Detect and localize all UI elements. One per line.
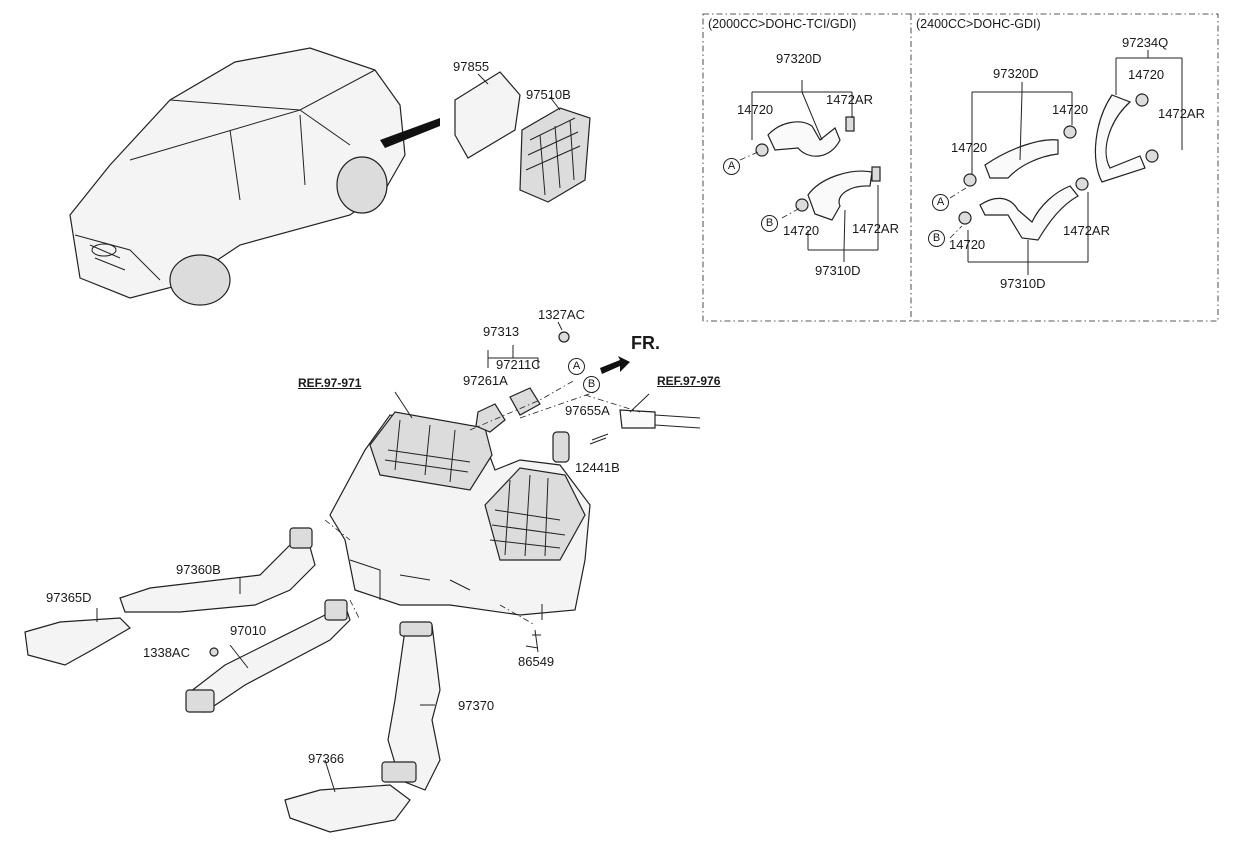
location-arrow	[380, 118, 440, 148]
duct-97370	[387, 624, 441, 791]
label-97360B: 97360B	[176, 562, 221, 577]
duct-97010	[189, 604, 351, 713]
variant2-hoses	[949, 50, 1183, 275]
label-97320D-v2: 97320D	[993, 66, 1039, 81]
ref-97-976[interactable]: REF.97-976	[657, 374, 721, 388]
label-97370: 97370	[458, 698, 495, 713]
gasket-97211C	[509, 387, 541, 416]
variant-header-2400cc: (2400CC>DOHC-GDI)	[916, 17, 1041, 31]
marker-b-v1: B	[761, 215, 778, 232]
hvac-unit	[329, 411, 591, 616]
duct-97360B	[119, 539, 316, 613]
filter-97510B	[519, 96, 591, 203]
label-97366: 97366	[308, 751, 345, 766]
duct-97365D	[24, 617, 131, 666]
seal-97655A	[552, 431, 570, 463]
ref-97-971[interactable]: REF.97-971	[298, 376, 362, 390]
marker-a-v2: A	[932, 194, 949, 211]
label-97310D-v1: 97310D	[815, 263, 861, 278]
nut-1338AC	[209, 647, 219, 657]
marker-a-main: A	[568, 358, 585, 375]
label-86549: 86549	[518, 654, 555, 669]
label-1472AR-v2-top: 1472AR	[1158, 106, 1205, 121]
nut-1327AC	[558, 331, 570, 343]
label-14720-v2-c: 14720	[1128, 67, 1165, 82]
label-97510B: 97510B	[526, 87, 571, 102]
label-14720-v1-bot: 14720	[783, 223, 820, 238]
cover-97855	[454, 71, 521, 159]
bolt-86549	[532, 629, 541, 653]
label-97234Q: 97234Q	[1122, 35, 1169, 50]
duct-97366	[284, 784, 411, 833]
marker-a-v1: A	[723, 158, 740, 175]
vehicle-illustration	[69, 47, 406, 306]
front-arrow-icon	[600, 356, 630, 374]
screw-12441B	[589, 433, 609, 445]
front-direction-label: FR.	[631, 333, 660, 353]
label-97320D-v1: 97320D	[776, 51, 822, 66]
label-1338AC: 1338AC	[143, 645, 190, 660]
variant1-hoses	[739, 80, 881, 262]
label-1327AC: 1327AC	[538, 307, 585, 322]
label-97855: 97855	[453, 59, 490, 74]
label-97010: 97010	[230, 623, 267, 638]
gasket-97261A	[475, 403, 506, 433]
label-97261A: 97261A	[463, 373, 508, 388]
label-97211C: 97211C	[496, 357, 541, 372]
label-1472AR-v2-bot: 1472AR	[1063, 223, 1110, 238]
label-97365D: 97365D	[46, 590, 92, 605]
label-14720-v1-top: 14720	[737, 102, 774, 117]
label-12441B: 12441B	[575, 460, 620, 475]
label-1472AR-v1-top: 1472AR	[826, 92, 873, 107]
label-1472AR-v1-bot: 1472AR	[852, 221, 899, 236]
marker-b-main: B	[583, 376, 600, 393]
label-14720-v2-b: 14720	[1052, 102, 1089, 117]
label-97310D-v2: 97310D	[1000, 276, 1046, 291]
variant-header-2000cc: (2000CC>DOHC-TCI/GDI)	[708, 17, 857, 31]
variant-box	[702, 13, 1219, 322]
label-14720-v2-a: 14720	[951, 140, 988, 155]
label-97313: 97313	[483, 324, 520, 339]
pipe-connector	[619, 409, 656, 429]
label-97655A: 97655A	[565, 403, 610, 418]
label-14720-v2-bot: 14720	[949, 237, 986, 252]
marker-b-v2: B	[928, 230, 945, 247]
